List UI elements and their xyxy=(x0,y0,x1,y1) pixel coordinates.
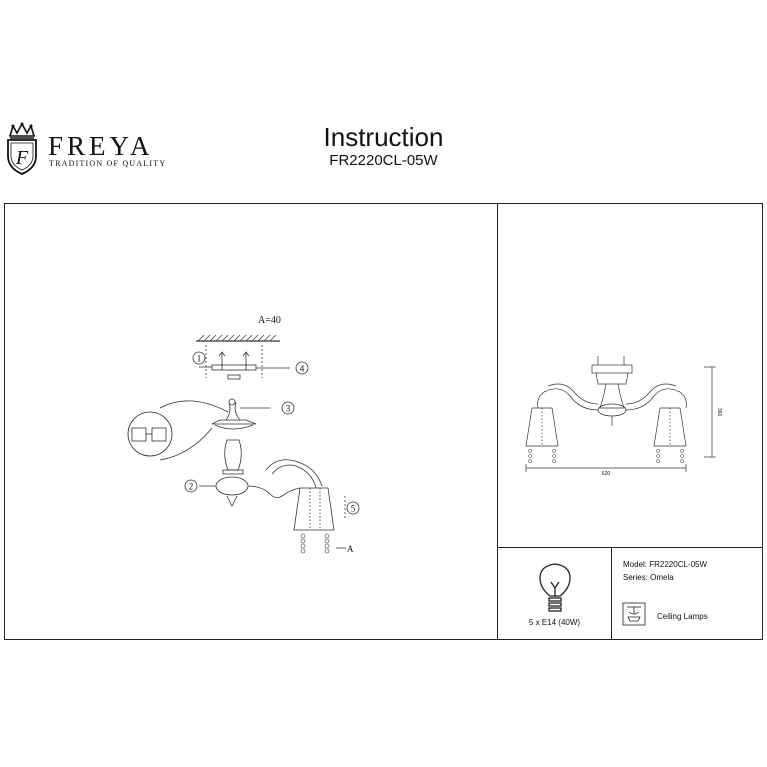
bulb-spec: 5 x E14 (40W) xyxy=(528,618,581,627)
brand-name: FREYA xyxy=(48,131,154,161)
info-model: Model: FR2220CL-05W xyxy=(623,560,708,569)
step-4-label: 4 xyxy=(300,364,305,374)
step-5-label: 5 xyxy=(351,504,356,514)
end-label: A xyxy=(347,544,354,554)
step-3-marker xyxy=(281,401,295,415)
width-dimension: 620 xyxy=(602,471,611,477)
ceiling-lamp-type-icon xyxy=(622,602,646,626)
brand-tagline: TRADITION OF QUALITY xyxy=(49,159,167,168)
step-1-label: 1 xyxy=(197,354,202,364)
assembly-diagram xyxy=(127,334,346,554)
model-code: FR2220CL-05W xyxy=(329,152,438,169)
dimension-label: A=40 xyxy=(258,315,281,326)
height-dimension: 360 xyxy=(716,408,722,417)
step-1-marker xyxy=(192,351,206,365)
step-2-label: 2 xyxy=(189,482,194,492)
step-2-marker xyxy=(184,479,198,493)
svg-text:F: F xyxy=(15,147,29,169)
page-title: Instruction xyxy=(323,122,444,152)
info-type: Ceiling Lamps xyxy=(657,612,708,621)
freya-logo-emblem-icon: F xyxy=(7,122,37,175)
light-bulb-icon xyxy=(539,563,571,612)
front-view-drawing xyxy=(525,356,716,472)
step-4-marker xyxy=(295,361,309,375)
step-5-marker xyxy=(346,501,360,515)
info-series: Series: Omela xyxy=(623,573,674,582)
sheet-frame xyxy=(4,203,763,640)
step-markers xyxy=(184,351,360,515)
step-3-label: 3 xyxy=(286,404,291,414)
